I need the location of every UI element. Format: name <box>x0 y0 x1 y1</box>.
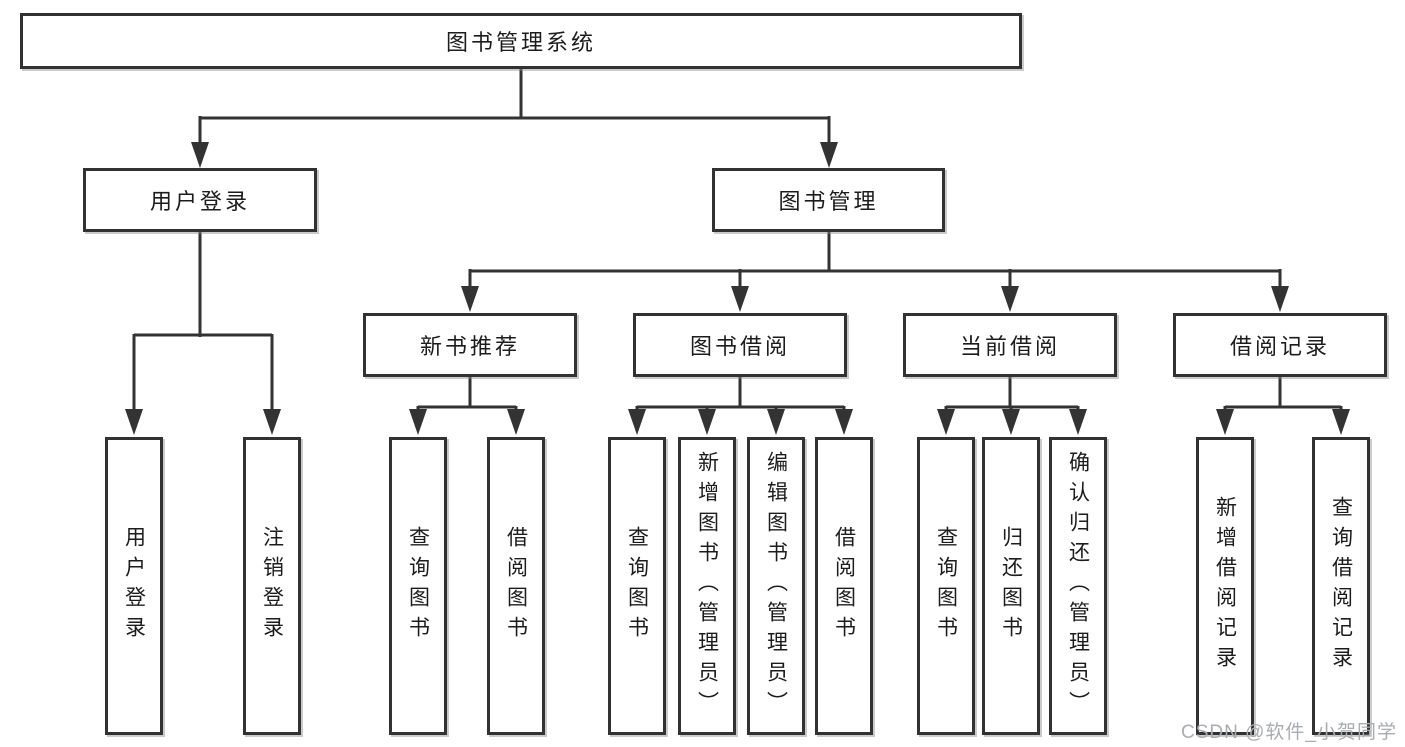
leaf-return-book: 归还图书 <box>982 437 1040 735</box>
node-borrow-records-label: 借阅记录 <box>1229 334 1330 359</box>
node-book-management: 图书管理 <box>712 168 945 232</box>
leaf-query-books-borrow: 查询图书 <box>608 437 666 735</box>
leaf-confirm-return-admin-label: 确认归还（管理员） <box>1066 451 1090 721</box>
node-current-borrow: 当前借阅 <box>903 313 1117 377</box>
leaf-logout: 注销登录 <box>243 437 301 735</box>
leaf-query-books-borrow-label: 查询图书 <box>625 526 649 646</box>
node-borrow-records: 借阅记录 <box>1173 313 1387 377</box>
leaf-borrow-books-borrow-label: 借阅图书 <box>832 526 856 646</box>
leaf-add-borrow-record: 新增借阅记录 <box>1196 437 1254 735</box>
node-user-login: 用户登录 <box>83 168 317 232</box>
node-new-book-recommend: 新书推荐 <box>363 313 577 377</box>
watermark: CSDN @软件_小贺同学 <box>1181 722 1397 743</box>
leaf-query-books-recommend-label: 查询图书 <box>406 526 430 646</box>
node-root-label: 图书管理系统 <box>445 30 596 55</box>
leaf-confirm-return-admin: 确认归还（管理员） <box>1049 437 1107 735</box>
leaf-add-borrow-record-label: 新增借阅记录 <box>1213 496 1237 676</box>
leaf-edit-book-admin-label: 编辑图书（管理员） <box>764 451 788 721</box>
node-book-management-label: 图书管理 <box>778 189 879 214</box>
leaf-user-login: 用户登录 <box>105 437 163 735</box>
leaf-query-books-recommend: 查询图书 <box>389 437 447 735</box>
node-book-borrow: 图书借阅 <box>633 313 847 377</box>
leaf-logout-label: 注销登录 <box>260 526 284 646</box>
node-current-borrow-label: 当前借阅 <box>959 334 1060 359</box>
arrowheads <box>125 142 1350 435</box>
leaf-query-borrow-record: 查询借阅记录 <box>1312 437 1370 735</box>
leaf-query-borrow-record-label: 查询借阅记录 <box>1329 496 1353 676</box>
leaf-borrow-books-recommend: 借阅图书 <box>487 437 545 735</box>
leaf-borrow-books-borrow: 借阅图书 <box>815 437 873 735</box>
node-root: 图书管理系统 <box>20 13 1022 69</box>
leaf-borrow-books-recommend-label: 借阅图书 <box>504 526 528 646</box>
node-user-login-label: 用户登录 <box>149 189 250 214</box>
node-book-borrow-label: 图书借阅 <box>689 334 790 359</box>
leaf-user-login-label: 用户登录 <box>122 526 146 646</box>
leaf-query-books-current-label: 查询图书 <box>934 526 958 646</box>
leaf-query-books-current: 查询图书 <box>917 437 975 735</box>
node-new-book-recommend-label: 新书推荐 <box>419 334 520 359</box>
leaf-edit-book-admin: 编辑图书（管理员） <box>747 437 805 735</box>
leaf-add-book-admin: 新增图书（管理员） <box>678 437 736 735</box>
leaf-return-book-label: 归还图书 <box>999 526 1023 646</box>
leaf-add-book-admin-label: 新增图书（管理员） <box>695 451 719 721</box>
